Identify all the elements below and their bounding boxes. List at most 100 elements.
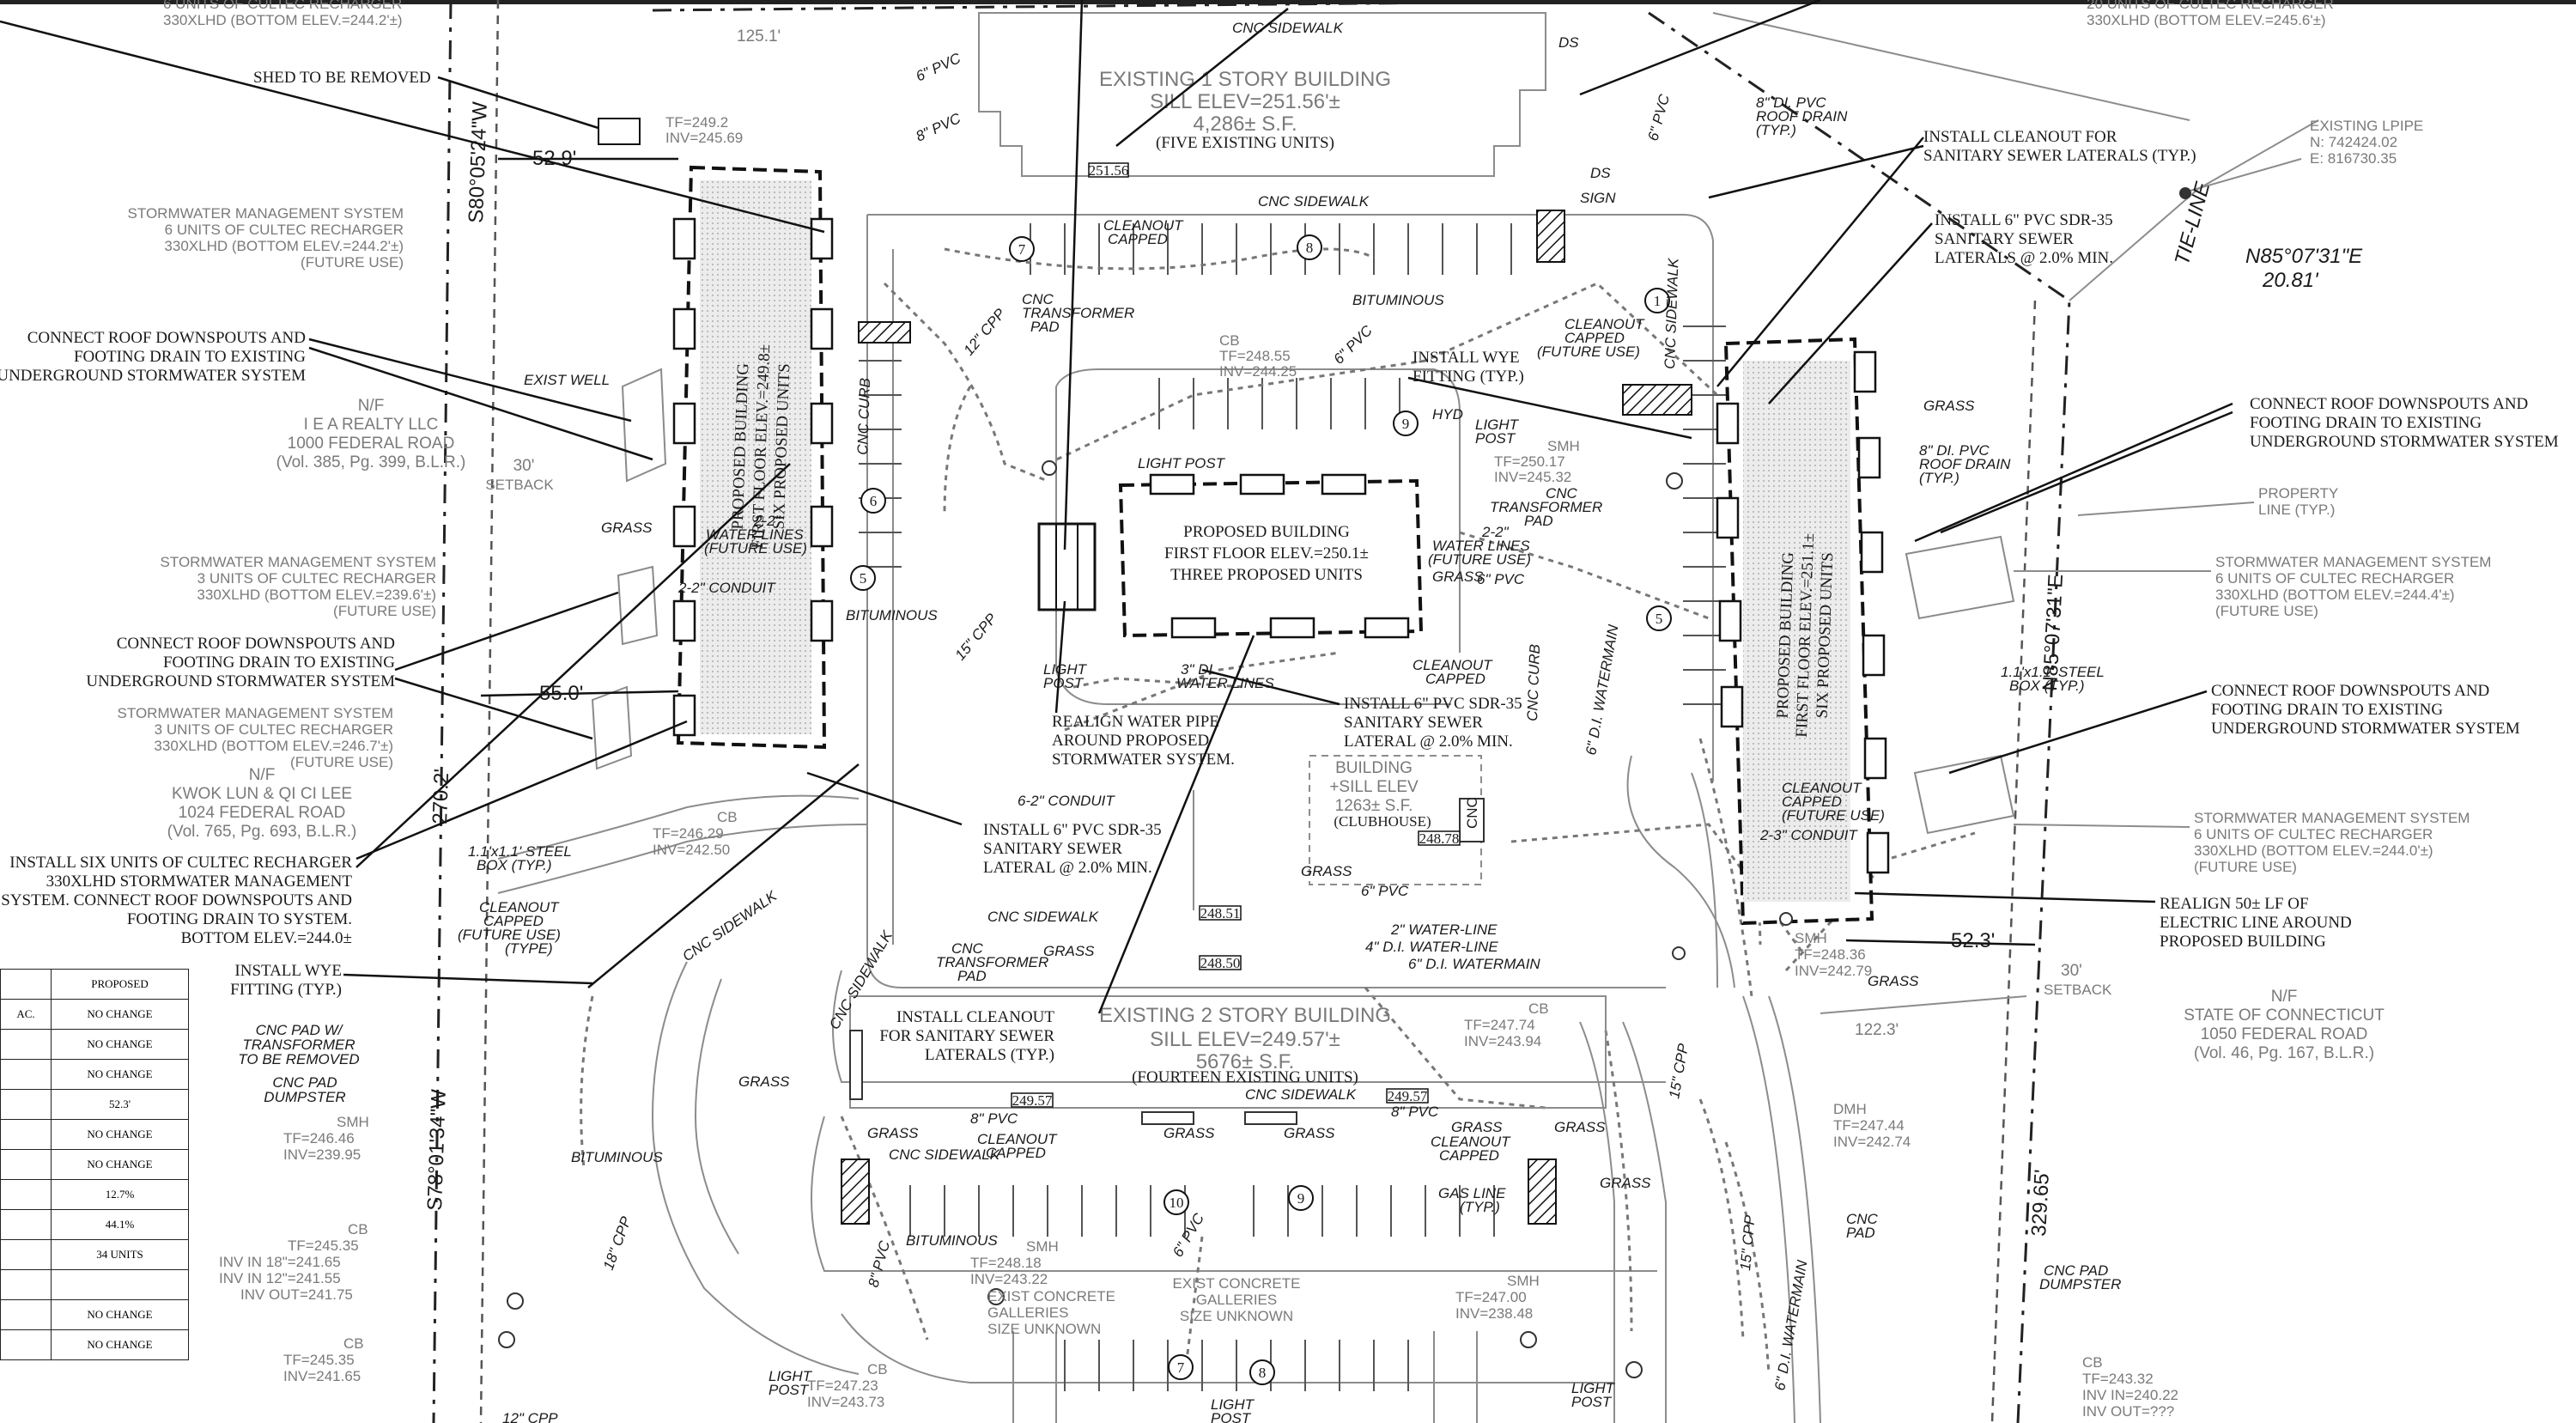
svg-text:(Vol. 46, Pg. 167, B.L.R.): (Vol. 46, Pg. 167, B.L.R.)	[2194, 1044, 2374, 1062]
svg-text:330XLHD (BOTTOM ELEV.=239.6'±): 330XLHD (BOTTOM ELEV.=239.6'±)	[197, 587, 436, 603]
svg-text:REALIGN 50± LF OF: REALIGN 50± LF OF	[2160, 895, 2309, 913]
zoning-cell: NO CHANGE	[51, 1329, 189, 1360]
svg-text:GRASS: GRASS	[1163, 1125, 1215, 1141]
svg-text:DS: DS	[1590, 165, 1611, 181]
svg-text:CNC: CNC	[1546, 485, 1578, 502]
detail-labels: 8" DI. PVC ROOF DRAIN (TYP.) 8" DI. PVC …	[458, 94, 2121, 1423]
svg-text:EXISTING LPIPE: EXISTING LPIPE	[2310, 118, 2423, 134]
svg-text:INV=239.95: INV=239.95	[283, 1146, 361, 1163]
svg-text:EXIST CONCRETE: EXIST CONCRETE	[987, 1288, 1115, 1304]
svg-text:SHED TO BE REMOVED: SHED TO BE REMOVED	[253, 69, 431, 87]
svg-text:SANITARY SEWER: SANITARY SEWER	[1344, 714, 1483, 732]
svg-text:CLEANOUT: CLEANOUT	[977, 1131, 1058, 1147]
svg-text:248.51: 248.51	[1200, 905, 1241, 921]
svg-text:CB: CB	[1219, 332, 1240, 349]
svg-text:(Vol. 385, Pg. 399, B.L.R.): (Vol. 385, Pg. 399, B.L.R.)	[276, 453, 466, 471]
svg-text:STORMWATER MANAGEMENT SYSTEM: STORMWATER MANAGEMENT SYSTEM	[128, 205, 404, 222]
svg-text:270.2': 270.2'	[428, 769, 453, 825]
svg-text:125.1': 125.1'	[737, 27, 781, 46]
svg-text:INSTALL SIX UNITS OF CULTEC RE: INSTALL SIX UNITS OF CULTEC RECHARGER	[9, 854, 352, 872]
clubhouse-building: BUILDING +SILL ELEV 1263± S.F. (CLUBHOUS…	[1329, 759, 1485, 842]
svg-text:SANITARY SEWER: SANITARY SEWER	[1935, 230, 2074, 248]
svg-text:TF=246.29: TF=246.29	[653, 825, 724, 842]
svg-text:TF=247.74: TF=247.74	[1464, 1017, 1535, 1033]
svg-text:TF=248.36: TF=248.36	[1795, 946, 1866, 963]
svg-text:5676± S.F.: 5676± S.F.	[1196, 1050, 1295, 1073]
svg-text:FOOTING DRAIN TO EXISTING: FOOTING DRAIN TO EXISTING	[2250, 414, 2482, 432]
right-notes: INSTALL CLEANOUT FOR SANITARY SEWER LATE…	[1923, 128, 2559, 951]
proposed-building-west: PROPOSED BUILDING FIRST FLOOR ELEV.=249.…	[672, 165, 834, 750]
zoning-cell	[0, 1179, 52, 1210]
svg-text:6" PVC: 6" PVC	[1330, 322, 1376, 368]
svg-text:1: 1	[1654, 293, 1662, 309]
svg-text:6 UNITS OF CULTEC RECHARGER: 6 UNITS OF CULTEC RECHARGER	[163, 0, 402, 12]
svg-text:CB: CB	[343, 1335, 364, 1352]
svg-text:TRANSFORMER: TRANSFORMER	[1490, 499, 1602, 515]
svg-text:(FUTURE USE): (FUTURE USE)	[290, 754, 393, 770]
svg-text:SMH: SMH	[1026, 1238, 1059, 1255]
svg-text:LATERAL @ 2.0% MIN.: LATERAL @ 2.0% MIN.	[1344, 733, 1513, 751]
zoning-cell	[0, 1059, 52, 1090]
svg-text:BITUMINOUS: BITUMINOUS	[846, 607, 938, 623]
svg-text:CB: CB	[717, 809, 738, 825]
svg-text:TF=245.35: TF=245.35	[288, 1238, 359, 1254]
svg-text:CLEANOUT: CLEANOUT	[1431, 1134, 1511, 1150]
zoning-cell	[0, 1329, 52, 1360]
svg-text:(FUTURE USE): (FUTURE USE)	[704, 540, 807, 556]
svg-text:LIGHT: LIGHT	[769, 1368, 813, 1384]
zoning-cell	[0, 1269, 52, 1300]
svg-text:330XLHD STORMWATER MANAGEMENT: 330XLHD STORMWATER MANAGEMENT	[46, 873, 353, 891]
svg-text:BOX (TYP.): BOX (TYP.)	[2009, 678, 2085, 694]
svg-text:(CLUBHOUSE): (CLUBHOUSE)	[1334, 813, 1431, 830]
svg-text:249.57: 249.57	[1012, 1092, 1053, 1109]
zoning-cell	[51, 1269, 189, 1300]
svg-text:CNC: CNC	[1846, 1211, 1879, 1227]
zoning-cell	[0, 1149, 52, 1180]
svg-text:SMH: SMH	[1547, 438, 1580, 454]
svg-text:TF=248.55: TF=248.55	[1219, 348, 1291, 364]
svg-text:CNC SIDEWALK: CNC SIDEWALK	[1245, 1086, 1357, 1103]
svg-text:N/F: N/F	[249, 766, 276, 784]
svg-text:(FUTURE USE): (FUTURE USE)	[301, 254, 404, 271]
svg-text:TF=250.17: TF=250.17	[1494, 453, 1565, 470]
svg-text:15" CPP: 15" CPP	[1666, 1042, 1692, 1100]
svg-text:BOX (TYP.): BOX (TYP.)	[477, 857, 552, 873]
svg-text:UNDERGROUND STORMWATER SYSTEM: UNDERGROUND STORMWATER SYSTEM	[86, 672, 395, 690]
svg-text:GRASS: GRASS	[1600, 1175, 1651, 1191]
svg-text:WATER LINES: WATER LINES	[1176, 675, 1274, 691]
svg-text:INV=241.65: INV=241.65	[283, 1368, 361, 1384]
svg-text:CNC PAD: CNC PAD	[2044, 1262, 2108, 1279]
svg-text:(TYP.): (TYP.)	[1460, 1199, 1500, 1215]
svg-text:INV=243.22: INV=243.22	[970, 1271, 1048, 1287]
svg-text:6" PVC: 6" PVC	[1361, 883, 1409, 899]
svg-text:9: 9	[1402, 416, 1410, 432]
svg-text:6" D.I. WATERMAIN: 6" D.I. WATERMAIN	[1771, 1258, 1811, 1391]
svg-text:52.3': 52.3'	[1951, 929, 1995, 952]
svg-text:THREE PROPOSED UNITS: THREE PROPOSED UNITS	[1170, 566, 1363, 584]
svg-text:GAS LINE: GAS LINE	[1438, 1185, 1506, 1201]
zoning-cell: NO CHANGE	[51, 1119, 189, 1150]
svg-text:CONNECT ROOF DOWNSPOUTS AND: CONNECT ROOF DOWNSPOUTS AND	[117, 635, 395, 653]
svg-text:INV=238.48: INV=238.48	[1455, 1305, 1533, 1322]
svg-text:INSTALL 6" PVC SDR-35: INSTALL 6" PVC SDR-35	[983, 821, 1162, 839]
svg-text:INV=243.73: INV=243.73	[807, 1394, 884, 1410]
svg-text:330XLHD (BOTTOM ELEV.=244.2'±): 330XLHD (BOTTOM ELEV.=244.2'±)	[164, 238, 404, 254]
svg-text:PAD: PAD	[1846, 1225, 1875, 1241]
svg-text:CNC SIDEWALK: CNC SIDEWALK	[1232, 20, 1344, 36]
svg-text:STORMWATER MANAGEMENT SYSTEM: STORMWATER MANAGEMENT SYSTEM	[2215, 554, 2491, 570]
svg-text:251.56: 251.56	[1089, 162, 1129, 179]
svg-text:1263± S.F.: 1263± S.F.	[1335, 797, 1413, 815]
svg-text:CAPPED: CAPPED	[1425, 671, 1485, 687]
svg-text:SIGN: SIGN	[1580, 190, 1616, 206]
svg-text:ROOF DRAIN: ROOF DRAIN	[1919, 456, 2011, 472]
svg-text:S80°05'24"W: S80°05'24"W	[465, 101, 492, 224]
svg-text:TRANSFORMER: TRANSFORMER	[936, 954, 1048, 970]
svg-text:PROPERTY: PROPERTY	[2258, 485, 2338, 502]
svg-text:CLEANOUT: CLEANOUT	[1103, 217, 1184, 234]
svg-text:INV=244.25: INV=244.25	[1219, 363, 1297, 380]
zoning-cell	[0, 1119, 52, 1150]
zoning-cell: NO CHANGE	[51, 1059, 189, 1090]
svg-text:+SILL ELEV: +SILL ELEV	[1329, 778, 1419, 796]
svg-text:8" PVC: 8" PVC	[914, 110, 964, 145]
